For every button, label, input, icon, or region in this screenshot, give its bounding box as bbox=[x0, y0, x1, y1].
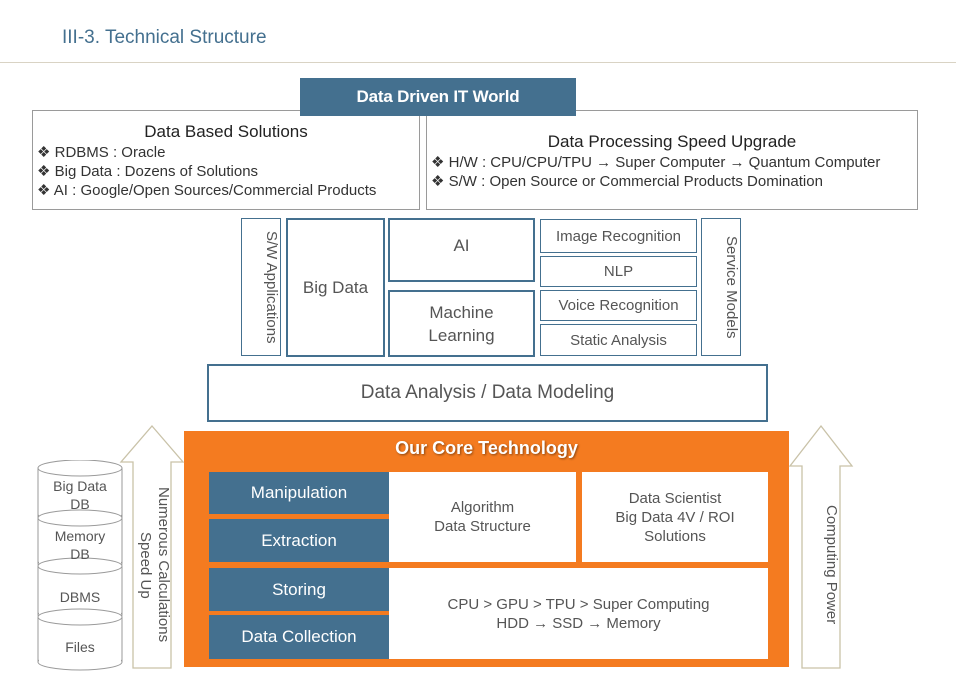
cylinder-dbms bbox=[37, 557, 123, 624]
computing-storage-box: CPU > GPU > TPU > Super Computing HDD → … bbox=[389, 568, 768, 659]
bullet-rdbms: ❖ RDBMS : Oracle bbox=[37, 144, 166, 161]
data-based-solutions-title: Data Based Solutions bbox=[144, 122, 308, 141]
big-data-db-line1: Big Data bbox=[53, 478, 107, 494]
service-image-recognition-label: Image Recognition bbox=[555, 227, 682, 245]
speed-up-arrow-label-wrap: Numerous Calculations Speed Up bbox=[133, 470, 173, 660]
ai-label: AI bbox=[453, 236, 470, 255]
data-processing-speed-title: Data Processing Speed Upgrade bbox=[547, 132, 797, 151]
algorithm-line2: Data Structure bbox=[434, 518, 531, 535]
service-static-analysis: Static Analysis bbox=[540, 324, 697, 356]
data-analysis-box: Data Analysis / Data Modeling bbox=[207, 364, 768, 422]
service-models-label: Service Models bbox=[723, 235, 740, 339]
cylinder-memory-db-label: Memory DB bbox=[38, 526, 122, 564]
core-technology-title: Our Core Technology bbox=[395, 437, 578, 458]
storage-line: HDD → SSD → Memory bbox=[496, 614, 661, 632]
bullet-hardware: ❖ H/W : CPU/CPU/TPU → Super Computer → Q… bbox=[431, 154, 881, 171]
layer-manipulation: Manipulation bbox=[209, 472, 389, 514]
cylinder-big-data-db-label: Big Data DB bbox=[38, 476, 122, 514]
big-data-db-line2: DB bbox=[70, 496, 90, 512]
database-stack bbox=[37, 460, 123, 671]
bullet-ai: ❖ AI : Google/Open Sources/Commercial Pr… bbox=[37, 182, 377, 199]
data-scientist-line1: Data Scientist bbox=[628, 489, 722, 507]
computing-line: CPU > GPU > TPU > Super Computing bbox=[447, 595, 710, 613]
memory-db-line2: DB bbox=[70, 546, 90, 562]
layer-data-collection: Data Collection bbox=[209, 615, 389, 659]
layer-storing: Storing bbox=[209, 568, 389, 611]
service-image-recognition: Image Recognition bbox=[540, 219, 697, 253]
page-title: III-3. Technical Structure bbox=[62, 27, 267, 48]
service-nlp-label: NLP bbox=[603, 263, 634, 280]
service-voice-recognition: Voice Recognition bbox=[540, 290, 697, 321]
algorithm-line1: Algorithm bbox=[450, 499, 515, 516]
sw-applications-label: S/W Applications bbox=[263, 230, 280, 344]
core-technology-panel: Our Core Technology Manipulation Extract… bbox=[184, 431, 789, 667]
machine-learning-box: Machine Learning bbox=[388, 290, 535, 357]
cylinder-files-label: Files bbox=[65, 639, 95, 655]
cylinder-files bbox=[37, 608, 123, 671]
machine-learning-label-line2: Learning bbox=[428, 325, 495, 345]
algorithm-box: Algorithm Data Structure bbox=[389, 472, 576, 562]
computing-power-label: Computing Power bbox=[823, 505, 840, 625]
data-based-solutions-panel: Data Based Solutions ❖ RDBMS : Oracle ❖ … bbox=[32, 110, 420, 210]
big-data-box: Big Data bbox=[286, 218, 385, 357]
speed-up-arrow bbox=[119, 425, 185, 669]
service-static-analysis-label: Static Analysis bbox=[570, 331, 667, 349]
bullet-big-data: ❖ Big Data : Dozens of Solutions bbox=[37, 163, 259, 180]
computing-power-arrow bbox=[788, 424, 854, 669]
memory-db-line1: Memory bbox=[54, 528, 106, 544]
data-scientist-line2: Big Data 4V / ROI bbox=[615, 508, 735, 526]
bullet-software: ❖ S/W : Open Source or Commercial Produc… bbox=[431, 173, 823, 190]
data-driven-it-world-banner: Data Driven IT World bbox=[300, 78, 576, 116]
data-analysis-label: Data Analysis / Data Modeling bbox=[360, 382, 615, 403]
data-scientist-line3: Solutions bbox=[644, 527, 706, 545]
machine-learning-label-line1: Machine bbox=[429, 302, 494, 322]
sw-applications-box: S/W Applications bbox=[241, 218, 281, 356]
big-data-label: Big Data bbox=[302, 277, 369, 297]
service-nlp: NLP bbox=[540, 256, 697, 287]
data-scientist-box: Data Scientist Big Data 4V / ROI Solutio… bbox=[582, 472, 768, 562]
cylinder-dbms-label: DBMS bbox=[59, 589, 101, 605]
data-processing-speed-panel: Data Processing Speed Upgrade ❖ H/W : CP… bbox=[426, 110, 918, 210]
computing-power-label-wrap: Computing Power bbox=[801, 470, 841, 660]
ai-box: AI bbox=[388, 218, 535, 282]
speed-up-arrow-label: Numerous Calculations Speed Up bbox=[137, 487, 172, 643]
service-voice-recognition-label: Voice Recognition bbox=[558, 297, 679, 314]
layer-extraction: Extraction bbox=[209, 519, 389, 562]
service-models-box: Service Models bbox=[701, 218, 741, 356]
title-divider bbox=[0, 62, 956, 63]
